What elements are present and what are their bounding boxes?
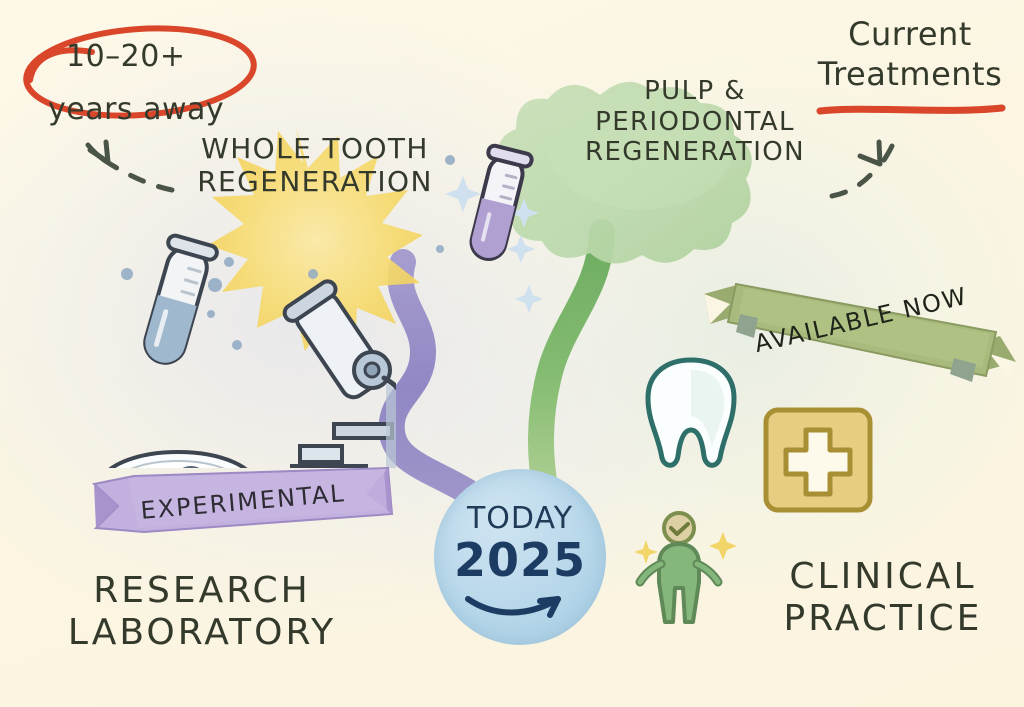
available-now-banner: AVAILABLE NOW — [700, 266, 1020, 386]
decor-dots — [121, 155, 455, 350]
experimental-banner: EXPERIMENTAL — [88, 466, 398, 544]
first-aid-kit-icon — [763, 407, 873, 513]
petri-dish-icon — [108, 450, 248, 468]
banner-ribbon-purple-icon — [91, 466, 394, 534]
whole-tooth-line1: WHOLE TOOTH — [201, 132, 429, 165]
lab-equipment-group — [108, 233, 396, 468]
path-research — [378, 249, 481, 505]
today-marker[interactable]: TODAY 2025 — [434, 469, 606, 645]
years-note-line2: years away — [48, 92, 225, 127]
headline-whole-tooth-regeneration: WHOLE TOOTH REGENERATION — [180, 132, 450, 198]
pulp-line1: PULP & — [644, 76, 746, 106]
research-line2: LABORATORY — [67, 612, 337, 654]
tooth-icon — [645, 357, 737, 468]
red-ellipse-icon — [23, 25, 257, 119]
current-treatments-line1: Current — [848, 15, 972, 53]
test-tube-purple-icon — [469, 143, 534, 261]
cloud-shape — [494, 81, 752, 264]
dashed-arrow-up-right-icon — [829, 139, 895, 199]
forward-arrow-icon — [465, 596, 561, 618]
path-clinical — [528, 219, 615, 505]
pulp-line3: REGENERATION — [585, 137, 805, 168]
footer-clinical-practice: CLINICAL PRACTICE — [748, 556, 1018, 641]
current-treatments-note: Current Treatments — [810, 14, 1010, 94]
year-label: 2025 — [453, 533, 587, 587]
headline-pulp-periodontal-regeneration: PULP & PERIODONTAL REGENERATION — [570, 76, 820, 168]
today-label: TODAY — [466, 501, 574, 536]
whole-tooth-line2: REGENERATION — [197, 165, 433, 199]
banner-ribbon-green-icon — [704, 282, 1016, 382]
dashed-arrow-up-left-icon — [85, 139, 175, 193]
microscope-icon — [282, 279, 396, 468]
pulp-line2: PERIODONTAL — [595, 106, 795, 137]
current-treatments-line2: Treatments — [817, 55, 1003, 93]
sparkle-icon — [445, 176, 543, 313]
happy-patient-icon — [635, 511, 723, 624]
clinical-line2: PRACTICE — [783, 598, 983, 640]
test-tube-blue-icon — [143, 233, 219, 365]
research-line1: RESEARCH — [93, 570, 311, 611]
clinical-line1: CLINICAL — [789, 556, 977, 597]
sunburst-icon — [208, 128, 423, 351]
red-underline-icon — [816, 104, 1006, 115]
years-note-line1: 10–20+ — [66, 39, 186, 74]
footer-research-laboratory: RESEARCH LABORATORY — [52, 570, 352, 655]
timeline-note-left: 10–20+ years away — [18, 18, 263, 126]
